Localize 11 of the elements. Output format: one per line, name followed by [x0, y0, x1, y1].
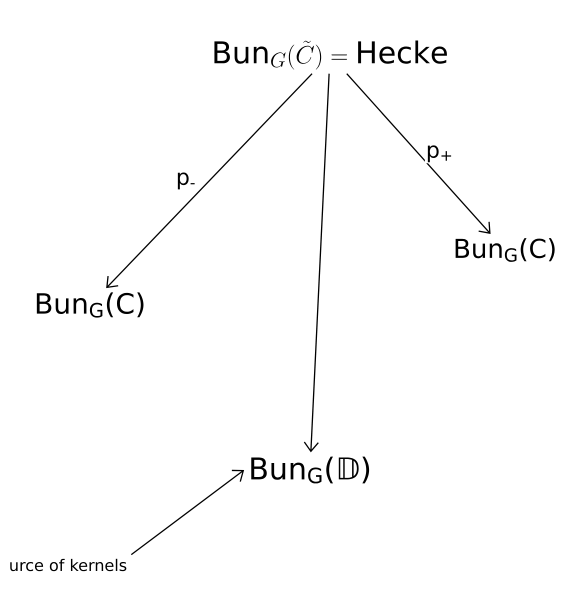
source-label: urce of kernels [10, 558, 126, 572]
arrow [346, 73, 491, 234]
math-label: Bun$_{G}$(𝔻) [251, 456, 370, 484]
edge-label: p$_{-}$ [178, 172, 195, 190]
math-label: Bun$_{G}$(C) [36, 292, 144, 318]
edge-label: p$_{+}$ [428, 145, 452, 162]
arrow [304, 74, 330, 452]
math-label: $\mathrm{Bun}_{G}(\tilde{C}) = \mathrm{Hecke}$ [214, 40, 447, 70]
arrow [106, 73, 313, 288]
arrow [130, 470, 244, 556]
math-label: Bun$_{G}$(C) [456, 238, 555, 262]
